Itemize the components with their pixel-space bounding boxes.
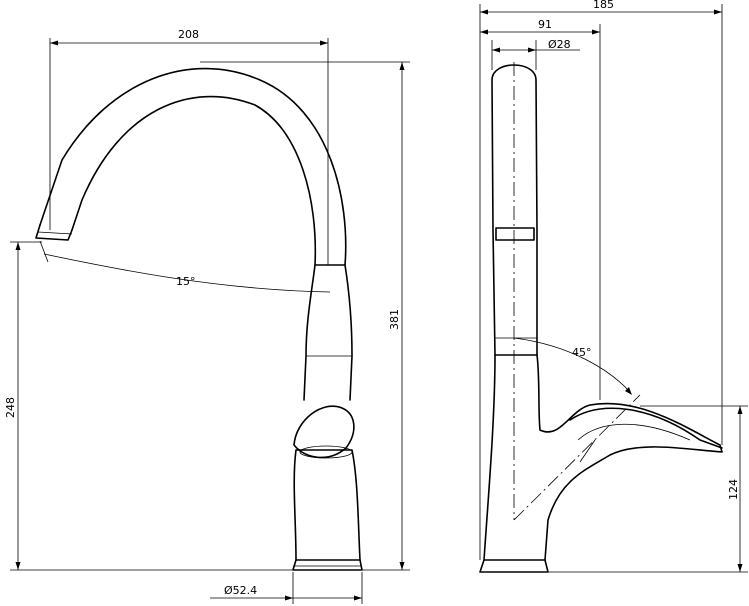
depth-185-label: 185 [593, 0, 614, 11]
side-view: 45° 185 91 Ø28 124 [479, 0, 748, 573]
front-view: 15° 208 381 248 Ø52.4 [4, 28, 410, 604]
side-spout [491, 64, 538, 356]
front-base [292, 559, 363, 571]
base-diameter-label: Ø52.4 [224, 584, 257, 597]
angle-15-label: 15° [176, 275, 196, 288]
front-spout-inner [71, 95, 317, 266]
spout-diameter-label: Ø28 [548, 38, 571, 51]
reach-91-label: 91 [538, 18, 552, 31]
front-body [293, 449, 361, 561]
side-body [483, 354, 723, 561]
front-spout-outer [39, 67, 347, 266]
height-124-label: 124 [727, 479, 740, 500]
height-381-label: 381 [388, 309, 401, 330]
front-handle [293, 405, 355, 459]
front-spray-head [35, 224, 73, 241]
side-spray-nozzle [495, 227, 535, 241]
height-248-label: 248 [4, 397, 17, 418]
angle-45-label: 45° [572, 346, 592, 359]
width-208-label: 208 [178, 28, 199, 41]
front-column [303, 264, 353, 401]
side-base [479, 559, 549, 573]
side-handle-lever [569, 407, 723, 449]
